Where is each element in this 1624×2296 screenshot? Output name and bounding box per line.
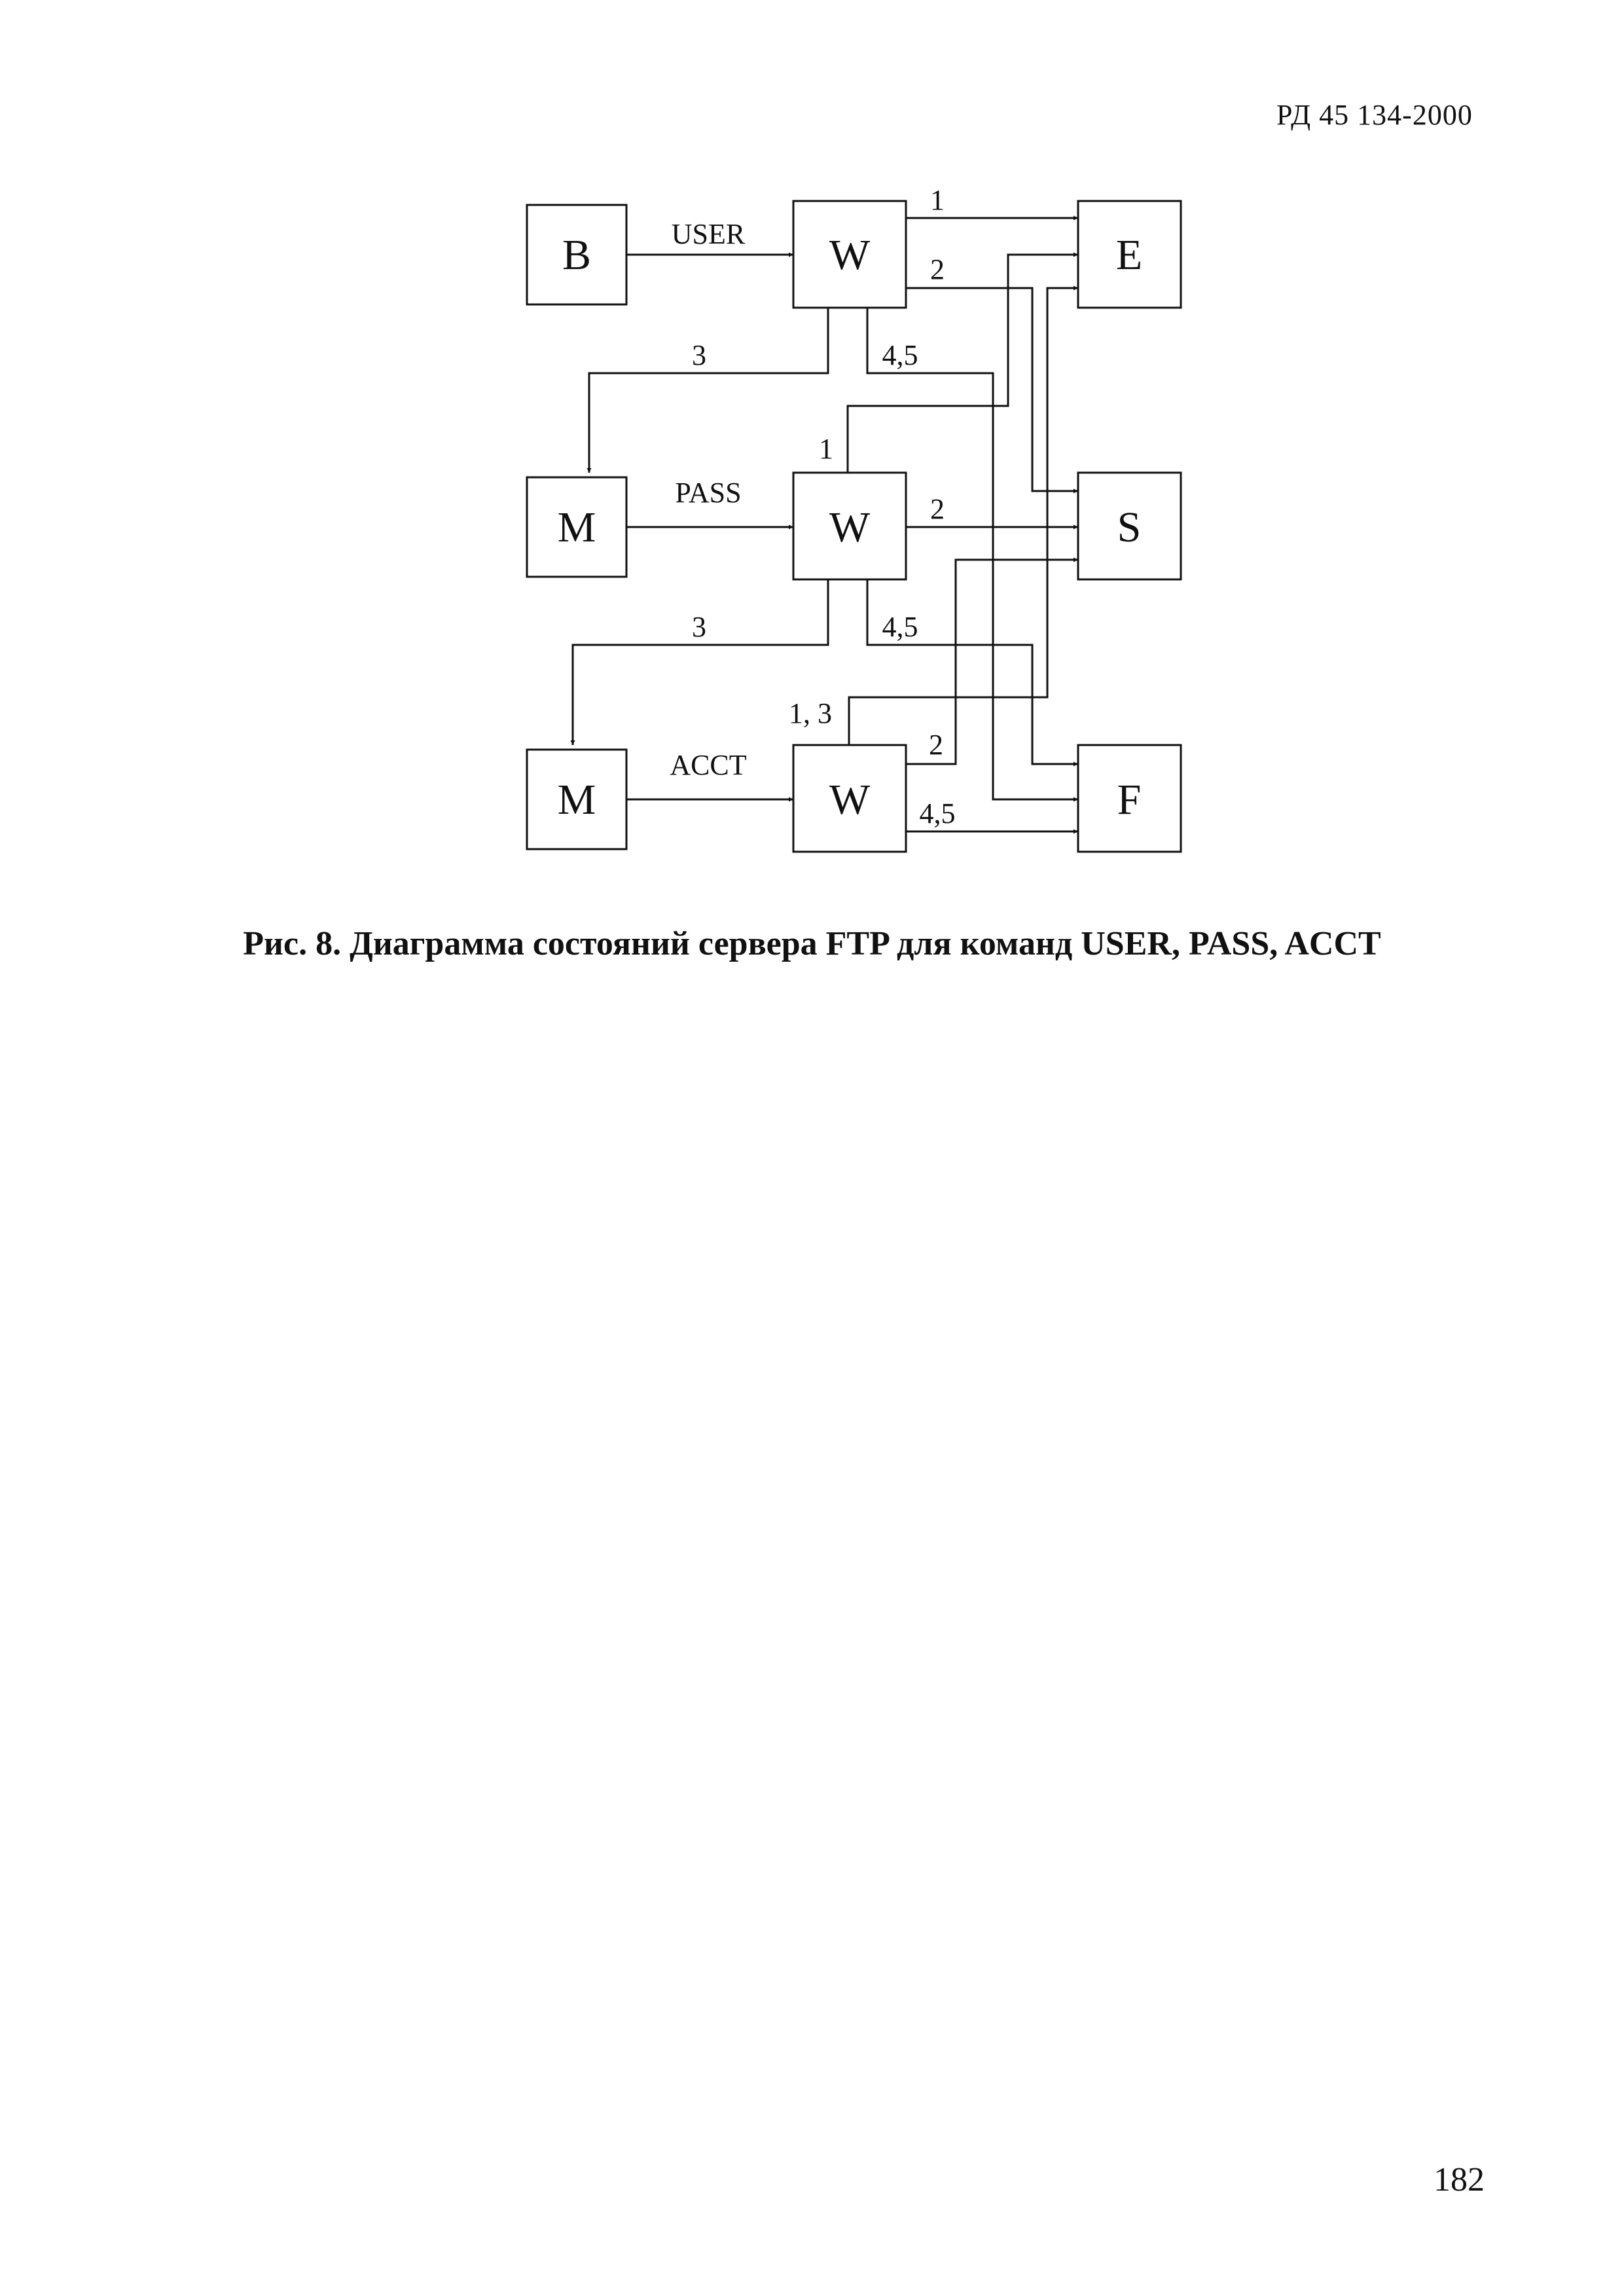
edge-w3-e: [848, 285, 1078, 745]
state-m2-box: [526, 748, 628, 850]
state-s-box: [1077, 471, 1182, 581]
label-w1-m1: 3: [692, 339, 706, 371]
command-pass-label: PASS: [675, 477, 741, 509]
ftp-state-diagram: .ah { marker-end: url(#ah); } B W: [526, 184, 1182, 853]
state-m2-label: M: [558, 776, 596, 824]
edge-w1-f: [866, 308, 1078, 802]
command-acct-label: ACCT: [670, 749, 746, 781]
command-labels: USER PASS ACCT: [670, 218, 746, 781]
label-w1-f: 4,5: [882, 339, 918, 371]
state-s-label: S: [1117, 503, 1142, 551]
label-w2-m2: 3: [692, 611, 706, 643]
edge-w1-s: [906, 287, 1078, 494]
label-w2-e: 1: [819, 433, 833, 465]
state-e-box: [1077, 200, 1182, 309]
states: B W E M W S M W F: [526, 200, 1182, 853]
state-w2-label: W: [829, 503, 871, 551]
command-user-label: USER: [672, 218, 746, 250]
edge-w2-e: [846, 252, 1078, 473]
state-f-label: F: [1117, 776, 1142, 824]
label-w1-e: 1: [930, 184, 945, 216]
state-e-label: E: [1116, 231, 1142, 279]
edge-labels: 1 2 3 4,5 1 2 3 4,5 1, 3 2 4,5: [692, 184, 956, 829]
edge-w2-f: [866, 580, 1078, 767]
label-w3-e: 1, 3: [789, 697, 832, 729]
label-w3-f: 4,5: [920, 797, 956, 829]
state-f-box: [1077, 744, 1182, 853]
state-b-box: [526, 204, 628, 306]
label-w1-s: 2: [930, 253, 945, 285]
state-m1-label: M: [558, 503, 596, 551]
edge-w1-m1: [586, 308, 829, 473]
state-b-label: B: [562, 231, 591, 279]
state-w3-box: [792, 744, 907, 853]
state-w1-label: W: [829, 231, 871, 279]
state-w2-box: [792, 471, 907, 581]
label-w3-s: 2: [929, 729, 943, 761]
figure-caption: Рис. 8. Диаграмма состояний сервера FTP …: [243, 925, 1381, 962]
state-m1-box: [526, 476, 628, 578]
transitions: [570, 215, 1078, 834]
page-number: 182: [1434, 2161, 1485, 2198]
edge-w2-m2: [570, 580, 829, 745]
state-w1-box: [792, 200, 907, 309]
edge-w3-s: [906, 557, 1078, 765]
label-w2-s: 2: [930, 493, 945, 525]
document-code: РД 45 134-2000: [1276, 99, 1473, 131]
state-w3-label: W: [829, 776, 871, 824]
label-w2-f: 4,5: [882, 611, 918, 643]
